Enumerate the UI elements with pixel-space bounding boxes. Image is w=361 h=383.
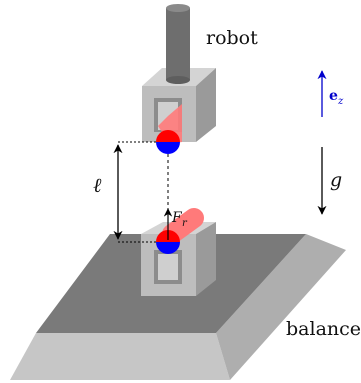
balance-front-face xyxy=(10,333,230,380)
lower-holder-window-inner xyxy=(158,254,178,280)
upper-magnet-north-pole xyxy=(156,130,180,142)
force-label-main: F xyxy=(171,210,183,226)
lower-magnet-south-pole xyxy=(156,242,180,254)
gravity-label: g xyxy=(330,169,342,191)
robot-label: robot xyxy=(206,27,258,49)
length-label: ℓ xyxy=(93,173,102,197)
balance-label: balance xyxy=(286,318,361,340)
unit-vector-label-main: e xyxy=(329,88,338,104)
unit-vector-label: e z xyxy=(329,88,344,107)
upper-holder-side xyxy=(196,68,216,142)
balance-side-face xyxy=(216,234,346,380)
robot-shaft-bottom xyxy=(166,76,190,84)
lower-magnet-glow xyxy=(162,208,204,244)
upper-magnet xyxy=(156,104,182,154)
robot-shaft-body xyxy=(166,8,190,80)
robot-shaft xyxy=(166,4,190,84)
unit-vector-label-sub: z xyxy=(337,96,344,107)
force-label-sub: r xyxy=(182,218,188,229)
upper-magnet-south-pole xyxy=(156,142,180,154)
force-label: F r xyxy=(171,210,188,229)
lower-holder-side xyxy=(196,222,216,296)
robot-shaft-top xyxy=(166,4,190,12)
balance-platform xyxy=(10,234,346,380)
